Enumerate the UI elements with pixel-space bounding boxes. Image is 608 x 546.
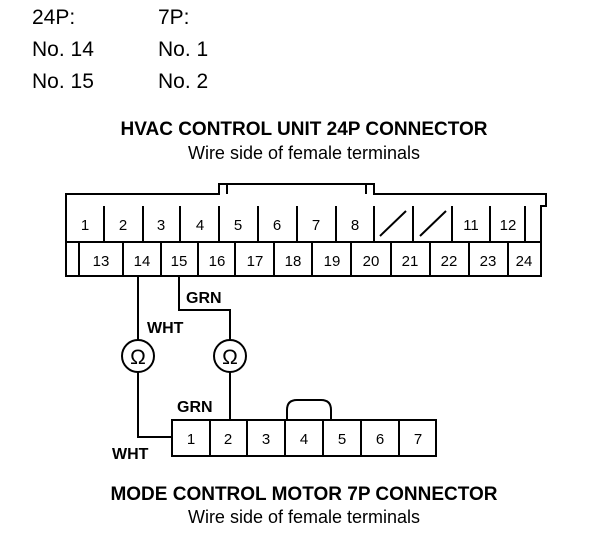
grn-wire-upper xyxy=(178,276,231,340)
hvac-pin-24: 24 xyxy=(516,253,533,270)
motor-pin-2: 2 xyxy=(224,431,232,448)
motor-7p-connector xyxy=(171,399,437,457)
hvac-pin-19: 19 xyxy=(324,253,341,270)
hvac-pin-4: 4 xyxy=(196,217,204,234)
wire-label-grn-bottom: GRN xyxy=(177,399,213,416)
pin-7p-b: No. 2 xyxy=(158,70,209,93)
motor-pin-4: 4 xyxy=(300,431,308,448)
top-row-dividers xyxy=(103,206,526,242)
ohmmeter-circle xyxy=(121,339,155,373)
hvac-connector-outline xyxy=(65,183,547,277)
ohmmeter-circle xyxy=(213,339,247,373)
motor-pin-3: 3 xyxy=(262,431,270,448)
pin-table-row: No. 14 No. 1 xyxy=(32,34,278,66)
hvac-connector-title: HVAC CONTROL UNIT 24P CONNECTOR xyxy=(120,119,487,140)
hvac-pin-22: 22 xyxy=(441,253,458,270)
hvac-pin-17: 17 xyxy=(247,253,264,270)
hvac-pin-21: 21 xyxy=(402,253,419,270)
empty-cavity-9 xyxy=(379,210,407,237)
hvac-pin-15: 15 xyxy=(171,253,188,270)
motor-pin-1: 1 xyxy=(187,431,195,448)
hvac-pin-2: 2 xyxy=(119,217,127,234)
wire-label-grn-top: GRN xyxy=(186,290,222,307)
motor-connector-outline xyxy=(171,419,437,457)
hvac-pin-14: 14 xyxy=(134,253,151,270)
lock-tab xyxy=(226,184,367,194)
hvac-pin-23: 23 xyxy=(480,253,497,270)
hvac-pin-6: 6 xyxy=(273,217,281,234)
pin-24p-a: No. 14 xyxy=(32,38,94,61)
hvac-pin-16: 16 xyxy=(209,253,226,270)
ohmmeter-wht: Ω xyxy=(121,339,155,373)
hvac-pin-3: 3 xyxy=(157,217,165,234)
ohmmeter-grn: Ω xyxy=(213,339,247,373)
wire-label-wht-top: WHT xyxy=(147,320,184,337)
hvac-pin-12: 12 xyxy=(500,217,517,234)
motor-pin-5: 5 xyxy=(338,431,346,448)
pin-table-row: No. 15 No. 2 xyxy=(32,66,278,98)
motor-pin-dividers xyxy=(209,420,400,456)
wht-wire-lower xyxy=(137,372,172,438)
motor-connector-subtitle: Wire side of female terminals xyxy=(188,507,420,527)
motor-pin-6: 6 xyxy=(376,431,384,448)
hvac-pin-1: 1 xyxy=(81,217,89,234)
hvac-pin-5: 5 xyxy=(234,217,242,234)
hvac-pin-18: 18 xyxy=(285,253,302,270)
pin-7p-a: No. 1 xyxy=(158,38,209,61)
hvac-pin-8: 8 xyxy=(351,217,359,234)
bottom-row-dividers xyxy=(78,242,509,276)
ohm-icon: Ω xyxy=(130,346,146,369)
pin-table-header: 24P: 7P: xyxy=(32,2,278,34)
hvac-pin-11: 11 xyxy=(463,217,479,234)
ohm-icon: Ω xyxy=(222,346,238,369)
hvac-pin-20: 20 xyxy=(363,253,380,270)
header-7p: 7P: xyxy=(158,6,190,29)
motor-pin-7: 7 xyxy=(414,431,422,448)
motor-lock-tab xyxy=(286,399,332,420)
hvac-pin-7: 7 xyxy=(312,217,320,234)
pin-mapping-table: 24P: 7P: No. 14 No. 1 No. 15 No. 2 xyxy=(32,2,278,98)
pin-24p-b: No. 15 xyxy=(32,70,94,93)
empty-cavity-10 xyxy=(419,210,447,237)
wire-label-wht-bottom: WHT xyxy=(112,446,149,463)
header-24p: 24P: xyxy=(32,6,76,29)
motor-connector-title: MODE CONTROL MOTOR 7P CONNECTOR xyxy=(110,484,497,505)
hvac-connector-subtitle: Wire side of female terminals xyxy=(188,143,420,163)
hvac-pin-13: 13 xyxy=(93,253,110,270)
hvac-24p-connector xyxy=(65,183,547,277)
